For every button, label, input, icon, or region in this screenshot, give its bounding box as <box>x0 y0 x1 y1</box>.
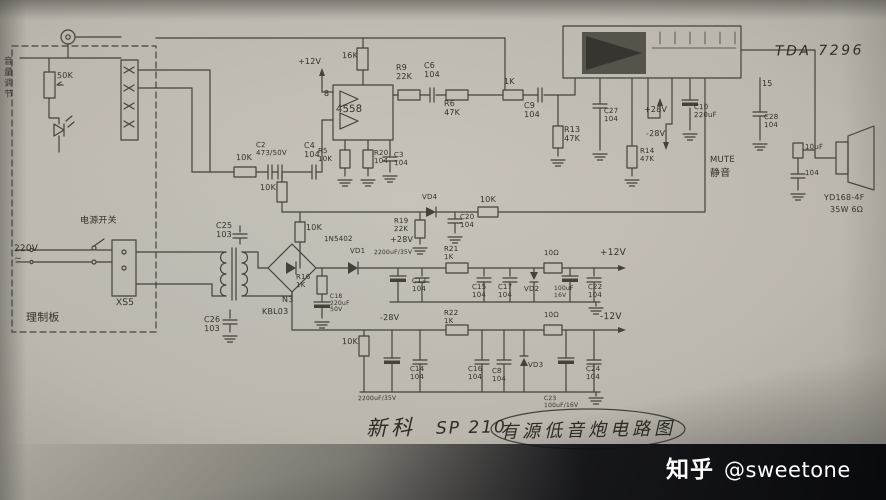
watermark-handle: @sweetone <box>724 458 851 482</box>
label-tda7296: TDA 7296 <box>774 42 865 60</box>
label-c26: C26 103 <box>203 314 221 334</box>
label-c27: C27 104 <box>603 106 619 123</box>
label-cap-10uf-out: 10uF <box>804 142 824 152</box>
label-c23: C23 100uF/16V <box>543 395 579 409</box>
label-r6: R6 47K <box>443 98 461 118</box>
label-pin-15: 15 <box>761 78 773 89</box>
label-r-10k-a: 10K <box>259 182 277 193</box>
label-r-10k-b: 10K <box>305 222 323 233</box>
label-r19: R19 22K <box>393 216 409 233</box>
label-c20: C20 104 <box>459 212 475 229</box>
label-1n5402: 1N5402 <box>323 234 353 244</box>
label-r21: R21 1K <box>443 244 459 261</box>
label-c10: C10 220uF <box>693 102 717 119</box>
label-cap-2200uf-pos: 2200uF/35V <box>373 248 413 257</box>
label-c3: C3 104 <box>393 150 409 167</box>
label-cap-104-out: 104 <box>804 168 820 178</box>
label-minus28v: -28V <box>379 312 400 323</box>
caption-model: SP 210 <box>435 417 508 439</box>
label-cap-100uf-pos: 100uF 16V <box>553 284 574 299</box>
label-r16: R16 1K <box>295 272 311 289</box>
positive-rail <box>313 261 626 329</box>
label-vd2: VD2 <box>523 284 540 294</box>
label-mute: MUTE <box>709 154 735 166</box>
label-c28: C28 104 <box>763 112 779 129</box>
label-c18: C18 220uF 50V <box>329 292 350 314</box>
label-speaker-spec: 35W 6Ω <box>829 204 864 215</box>
label-volume-adjust: 音量调节 <box>1 55 13 101</box>
label-c2: C2 473/50V <box>255 141 287 157</box>
label-vd3: VD3 <box>527 360 544 370</box>
label-ic-4558: 4558 <box>335 103 363 116</box>
label-cap-2200uf-neg: 2200uF/35V <box>357 394 397 403</box>
label-c6: C6 104 <box>423 60 440 80</box>
label-c24: C24 104 <box>585 364 601 381</box>
label-control-board: 理制板 <box>25 310 60 325</box>
label-pin-8: 8 <box>323 88 330 99</box>
label-r-1k: 1K <box>503 76 515 87</box>
power-supply-section <box>15 225 317 343</box>
label-c22: C22 104 <box>587 282 603 299</box>
watermark: 知乎 @sweetone <box>666 450 851 484</box>
label-plus12v: +12V <box>599 247 627 259</box>
caption-title: 有源低音炮电路图 <box>499 418 677 443</box>
label-c15: C15 104 <box>471 282 487 299</box>
label-power-switch: 电源开关 <box>79 215 117 227</box>
label-minus12v: -12V <box>599 311 622 323</box>
label-r-16k: 16K <box>341 50 359 61</box>
label-speaker-model: YD168-4F <box>823 192 865 203</box>
label-tda-minus28v: -28V <box>645 128 666 139</box>
speaker <box>835 125 875 191</box>
caption-brand: 新科 <box>365 415 417 441</box>
label-r-10k-neg: 10K <box>341 336 359 347</box>
label-pot-50k: 50K <box>56 70 74 81</box>
preamp-4558 <box>191 37 506 213</box>
label-plus28v: +28V <box>389 234 414 245</box>
label-vd1: VD1 <box>349 246 366 256</box>
label-c16: C16 104 <box>467 364 483 381</box>
label-r-10k-signal: 10K <box>235 152 253 163</box>
label-r9: R9 22K <box>395 62 413 82</box>
label-c8: C8 104 <box>491 366 507 383</box>
label-mute-cn: 静音 <box>709 167 731 180</box>
label-r22: R22 1K <box>443 308 459 325</box>
label-n3: N3 <box>281 294 294 305</box>
label-c14: C14 104 <box>409 364 425 381</box>
label-r14: R14 47K <box>639 146 655 163</box>
label-vd4: VD4 <box>421 192 438 202</box>
signal-rail <box>397 77 576 167</box>
label-xs5: XS5 <box>115 297 135 309</box>
label-c25: C25 103 <box>215 220 233 240</box>
label-r-10ohm-neg: 10Ω <box>543 310 559 320</box>
label-c17: C17 104 <box>497 282 513 299</box>
label-supply-plus12v: +12V <box>297 56 322 67</box>
watermark-brand: 知乎 <box>666 457 714 483</box>
label-r20: R20 104 <box>373 148 389 165</box>
label-c13: C13 104 <box>411 276 427 293</box>
label-tda-plus28v: +28V <box>643 104 668 115</box>
label-c9: C9 104 <box>523 100 540 120</box>
label-r5: R5 10K <box>317 146 333 163</box>
label-r-10ohm-pos: 10Ω <box>543 248 559 258</box>
label-kbl03: KBL03 <box>261 306 289 317</box>
label-r13: R13 47K <box>563 124 581 144</box>
label-r-10k-mute: 10K <box>479 194 497 205</box>
label-mains-220v: 220V ~ <box>13 243 39 265</box>
